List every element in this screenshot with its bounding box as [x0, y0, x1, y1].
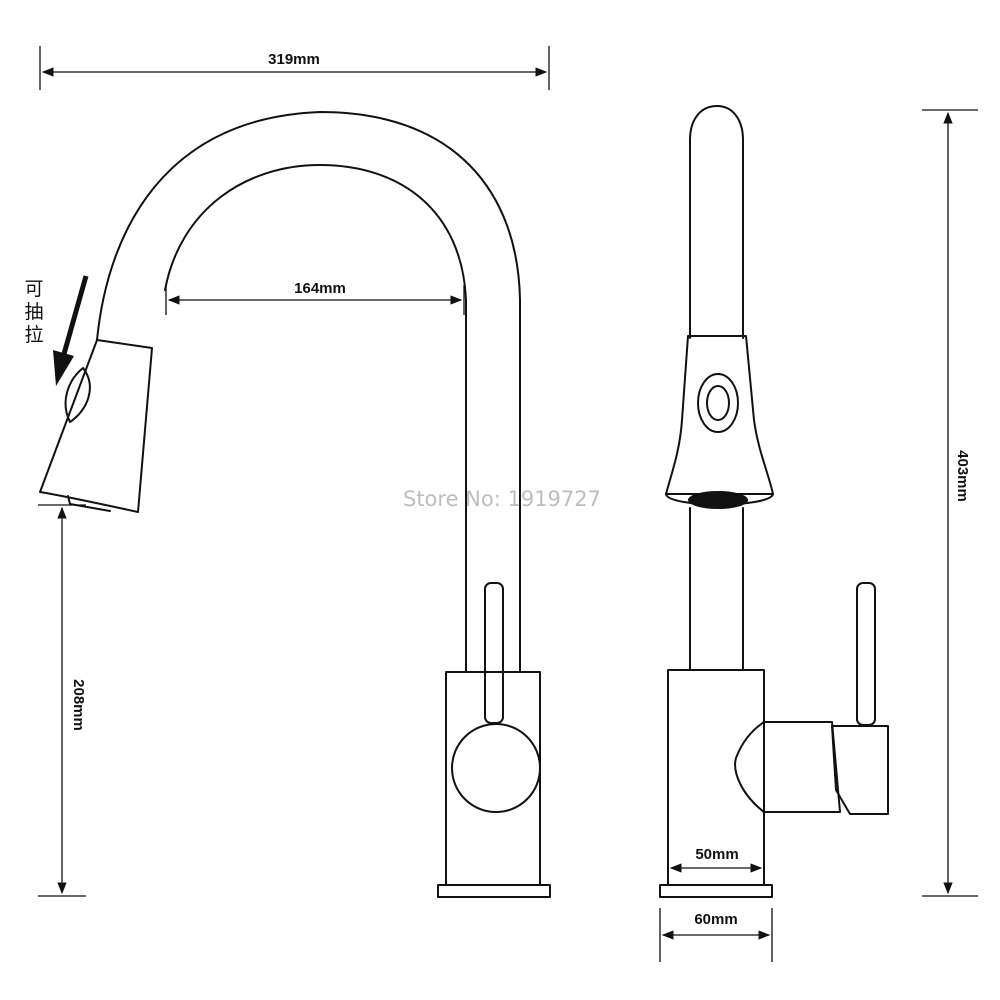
- pull-out-indicator: 可 抽 拉: [24, 275, 89, 386]
- handle-cap: [451, 723, 541, 813]
- pull-out-label-char-1: 可: [24, 278, 43, 300]
- side-spray-head: [665, 335, 774, 495]
- side-handle-housing: [734, 721, 841, 813]
- pull-out-label-char-2: 抽: [24, 301, 43, 323]
- side-view-faucet: [659, 105, 889, 898]
- lever-handle: [484, 582, 504, 724]
- dimensions: 319mm 164mm 208mm 403mm 50mm 60mm: [38, 46, 978, 962]
- side-button-outer: [697, 373, 739, 433]
- dim-label-base-width: 60mm: [694, 911, 737, 928]
- side-spout-neck: [689, 105, 744, 339]
- spray-button: [64, 367, 91, 423]
- spout-outer-edge: [96, 111, 521, 673]
- dim-label-spout-reach: 319mm: [268, 51, 320, 68]
- pull-direction-arrow-icon: [53, 275, 89, 386]
- spray-outlet: [67, 495, 111, 512]
- pull-out-label-char-3: 拉: [24, 324, 43, 346]
- dim-label-spray-height: 208mm: [70, 679, 87, 731]
- side-base: [659, 884, 773, 898]
- dim-label-body-width: 50mm: [695, 846, 738, 863]
- dim-label-inner-reach: 164mm: [294, 280, 346, 297]
- spray-head: [39, 339, 153, 513]
- spout-inner-edge: [164, 164, 467, 673]
- side-lever: [856, 582, 876, 726]
- side-lever-block: [831, 725, 889, 815]
- faucet-body: [445, 671, 541, 886]
- side-nozzle-opening: [688, 491, 748, 509]
- side-button-inner: [706, 385, 730, 421]
- faucet-base: [437, 884, 551, 898]
- front-view-faucet: [39, 111, 551, 898]
- dim-label-total-height: 403mm: [954, 450, 971, 502]
- side-pipe: [689, 507, 744, 671]
- store-watermark: Store No: 1919727: [403, 487, 601, 511]
